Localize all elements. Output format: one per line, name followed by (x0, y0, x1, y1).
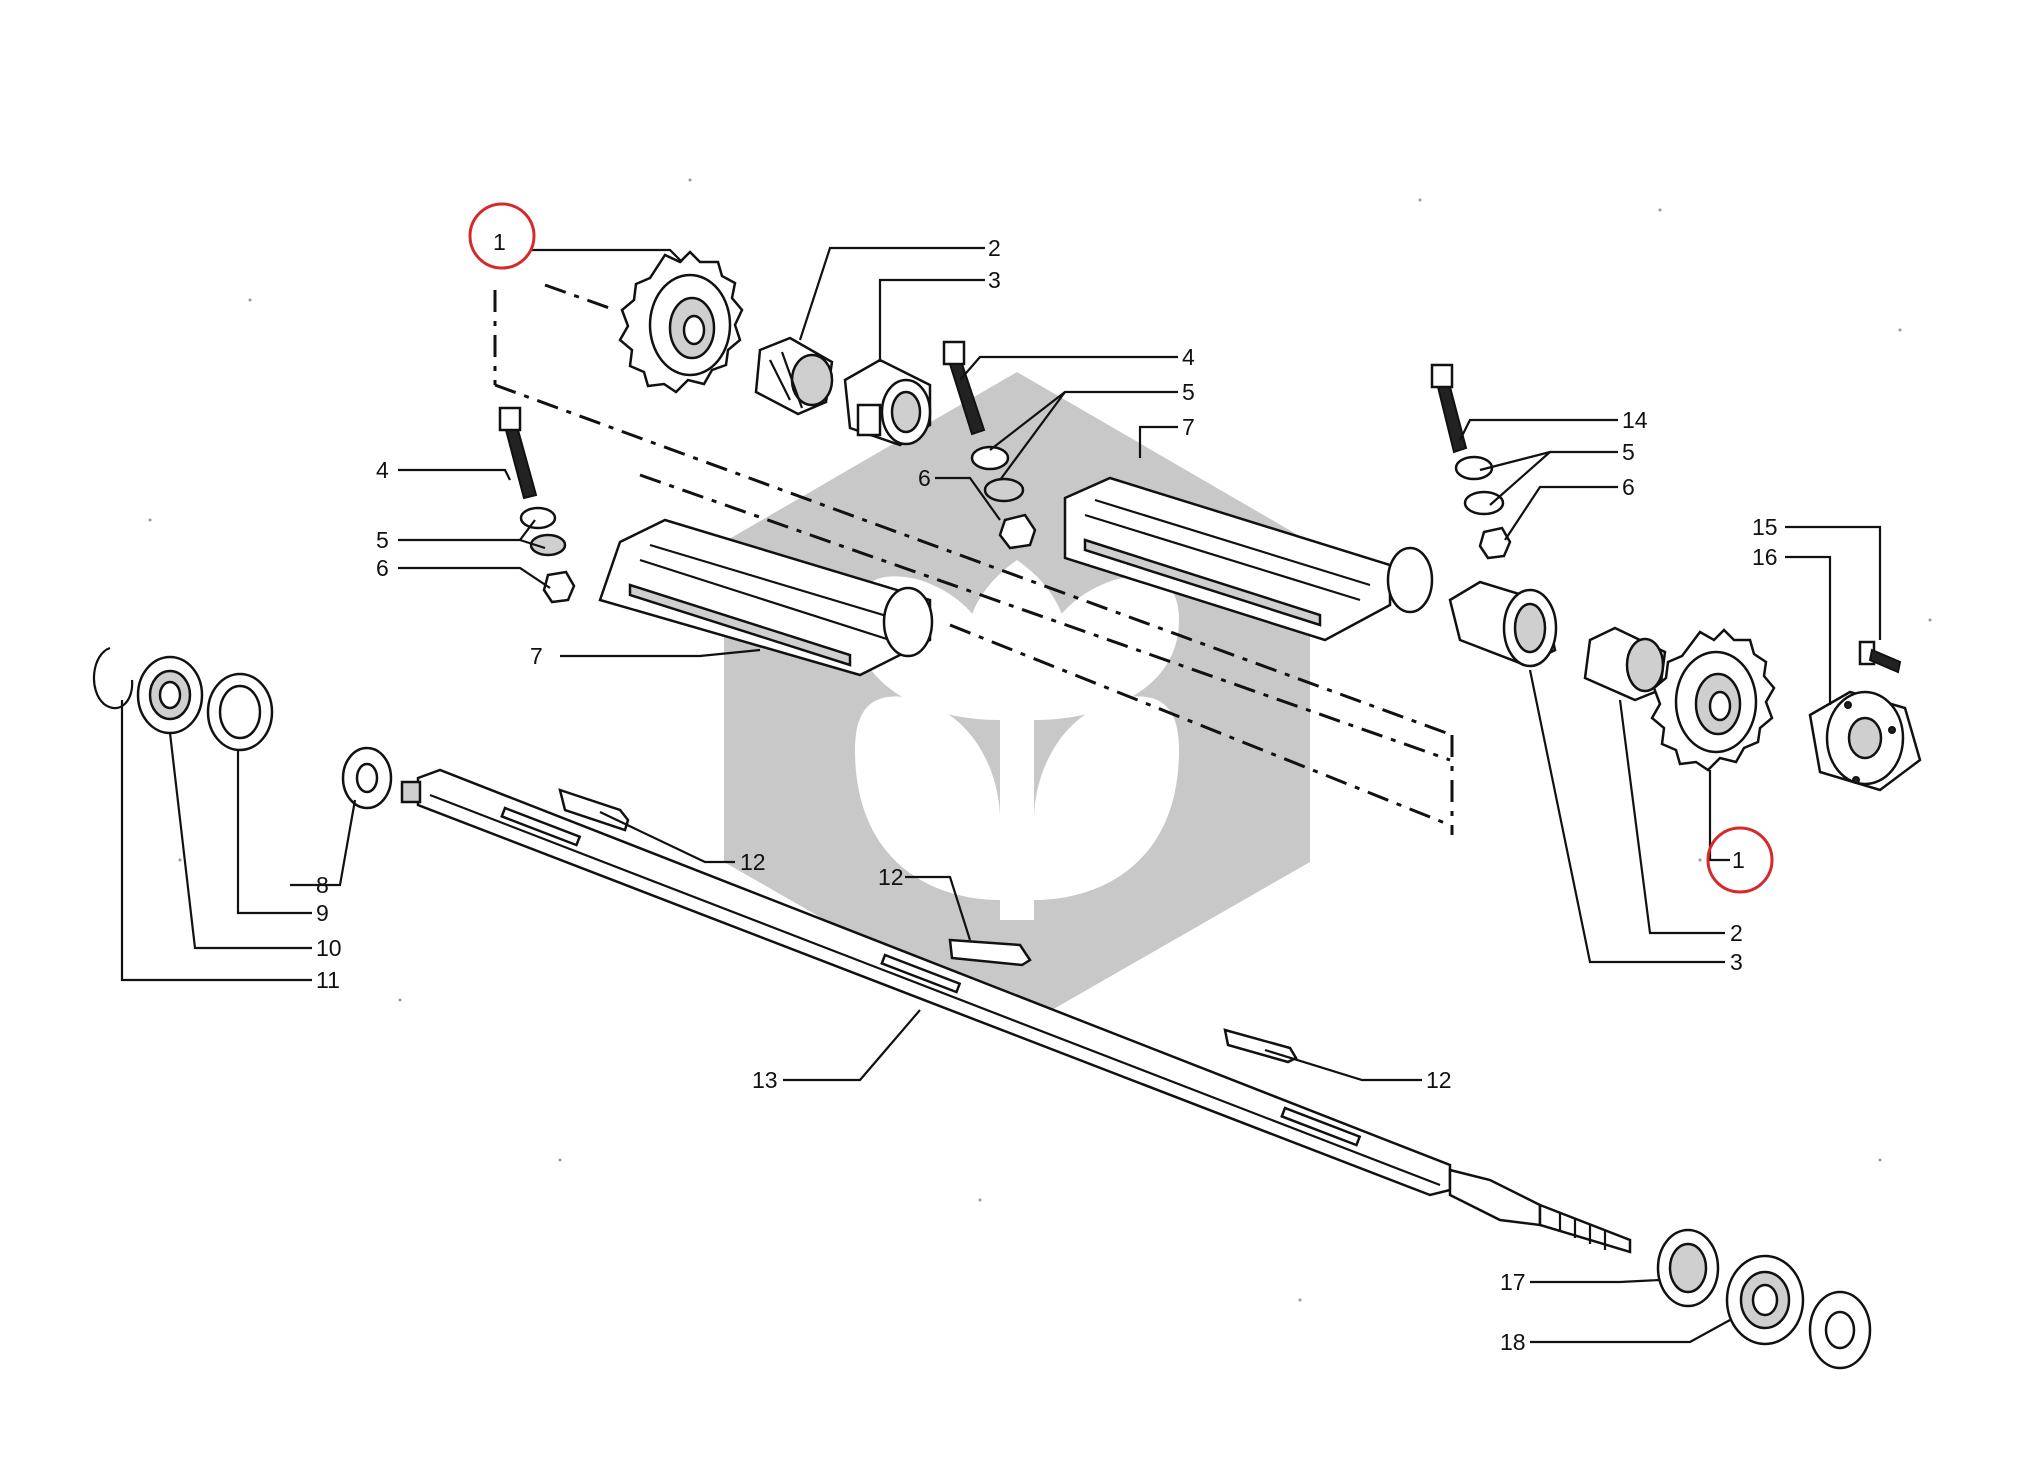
label-1-lower: 1 (1732, 847, 1745, 873)
label-17: 17 (1500, 1269, 1526, 1295)
keyway-slots (500, 806, 1362, 1147)
label-5-upper: 5 (1182, 379, 1195, 405)
bushing-upper (754, 336, 834, 416)
label-4-upper: 4 (1182, 344, 1195, 370)
label-7-upper: 7 (1182, 414, 1195, 440)
flange-hub (1808, 690, 1922, 792)
key-2 (948, 938, 1032, 967)
label-2-upper: 2 (988, 235, 1001, 261)
highlight-circle-upper (468, 202, 536, 270)
sprocket-right (1650, 628, 1776, 772)
label-10: 10 (316, 935, 342, 961)
slat-bar-right (1063, 476, 1434, 642)
label-1-upper: 1 (493, 229, 506, 255)
label-14: 14 (1622, 407, 1648, 433)
label-15: 15 (1752, 514, 1778, 540)
bushing-right (1583, 626, 1667, 702)
label-12-c: 12 (1426, 1067, 1452, 1093)
label-12-a: 12 (740, 849, 766, 875)
label-12-b: 12 (878, 864, 904, 890)
sprocket-left (618, 250, 744, 394)
bolt-right (1430, 363, 1512, 560)
bolt-upper-middle (942, 340, 1037, 550)
seal-bottom (1656, 1228, 1720, 1308)
label-9: 9 (316, 900, 329, 926)
bolt-left (498, 406, 576, 604)
washer-left (341, 746, 393, 810)
label-3-lower: 3 (1730, 949, 1743, 975)
label-2-lower: 2 (1730, 920, 1743, 946)
label-16: 16 (1752, 544, 1778, 570)
label-6-upper: 6 (918, 465, 931, 491)
circlip (92, 646, 134, 710)
collar-right (1448, 580, 1558, 668)
label-8: 8 (316, 872, 329, 898)
highlight-circles (468, 202, 1774, 894)
label-3-upper: 3 (988, 267, 1001, 293)
bearing-bottom (1725, 1254, 1805, 1346)
label-5-left: 5 (376, 527, 389, 553)
assembly-centerlines (493, 283, 1454, 835)
seal-left (206, 672, 274, 752)
slat-bar-left (598, 518, 934, 677)
label-4-left: 4 (376, 457, 389, 483)
label-5-right: 5 (1622, 439, 1635, 465)
highlight-circle-lower (1706, 826, 1774, 894)
label-7-left: 7 (530, 643, 543, 669)
label-11: 11 (316, 967, 340, 993)
bearing-left (136, 655, 204, 735)
label-18: 18 (1500, 1329, 1526, 1355)
washer-bottom (1808, 1290, 1872, 1370)
label-6-right: 6 (1622, 474, 1635, 500)
collar-upper (843, 358, 932, 447)
label-13: 13 (752, 1067, 778, 1093)
leader-lines (120, 246, 1882, 1344)
screw (1858, 640, 1902, 674)
callout-labels: 1 2 3 4 5 7 6 4 5 6 7 14 5 6 15 16 1 2 3… (316, 229, 1778, 1355)
label-6-left: 6 (376, 555, 389, 581)
